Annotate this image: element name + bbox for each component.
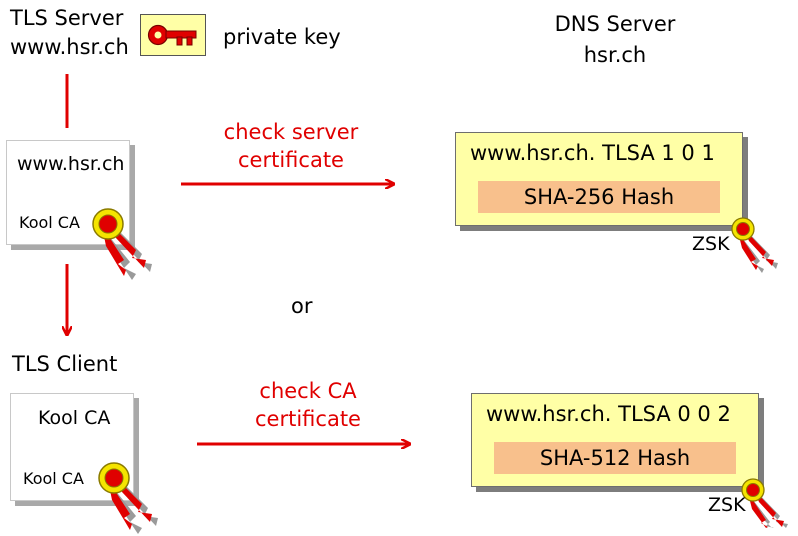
ca-cert-subject: Kool CA (38, 407, 111, 429)
check-ca-line2: certificate (255, 407, 361, 431)
check-server-line2: certificate (238, 148, 344, 172)
certificate-seal-icon (98, 462, 158, 534)
hash-field: SHA-256 Hash (478, 181, 720, 213)
tls-server-host: www.hsr.ch (10, 35, 129, 59)
zsk-label: ZSK (692, 233, 730, 255)
tls-server-title: TLS Server (10, 6, 124, 30)
zsk-label: ZSK (708, 494, 746, 516)
tlsa-record-text: www.hsr.ch. TLSA 0 0 2 (486, 402, 731, 426)
private-key-label: private key (223, 25, 341, 49)
key-icon (140, 14, 206, 56)
dns-server-title: DNS Server (554, 12, 676, 36)
or-label: or (291, 294, 313, 318)
check-ca-line1: check CA (259, 379, 357, 403)
dns-record-tlsa-101: www.hsr.ch. TLSA 1 0 1 SHA-256 Hash (455, 132, 743, 226)
dns-server-zone: hsr.ch (583, 43, 647, 67)
tls-client-title: TLS Client (12, 352, 118, 376)
server-cert-issuer: Kool CA (19, 213, 80, 232)
check-server-line1: check server (223, 120, 359, 144)
dns-record-tlsa-002: www.hsr.ch. TLSA 0 0 2 SHA-512 Hash (471, 393, 759, 487)
hash-field: SHA-512 Hash (494, 442, 736, 474)
certificate-seal-icon (92, 208, 152, 280)
ca-cert-issuer: Kool CA (23, 469, 84, 488)
tlsa-record-text: www.hsr.ch. TLSA 1 0 1 (470, 141, 715, 165)
server-cert-subject: www.hsr.ch (17, 153, 125, 175)
zsk-seal-icon (741, 478, 788, 528)
zsk-seal-icon (731, 217, 778, 273)
